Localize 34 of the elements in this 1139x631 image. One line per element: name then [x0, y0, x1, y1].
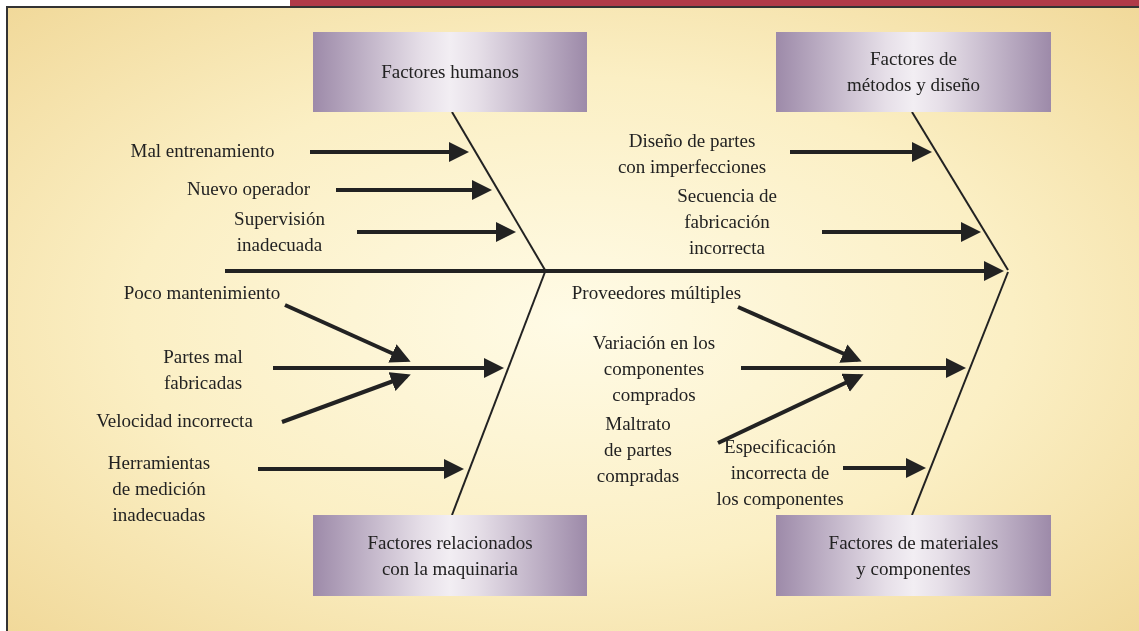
arrow	[843, 458, 926, 478]
arrow	[336, 180, 492, 200]
arrow	[822, 222, 981, 242]
category-box: Factores de métodos y diseño	[776, 32, 1051, 112]
arrow	[790, 142, 932, 162]
category-box: Factores humanos	[313, 32, 587, 112]
cause-label: Especificación incorrecta de los componentes	[695, 434, 865, 512]
arrow	[357, 222, 516, 242]
cause-label: Proveedores múltiples	[554, 280, 759, 306]
category-box: Factores de materiales y componentes	[776, 515, 1051, 596]
cause-label: Velocidad incorrecta	[72, 408, 277, 434]
bone-line	[451, 111, 546, 271]
cause-label: Maltrato de partes compradas	[588, 411, 688, 489]
cause-label: Poco mantenimiento	[96, 280, 308, 306]
arrow	[310, 142, 469, 162]
cause-label: Partes mal fabricadas	[133, 344, 273, 396]
bone-line	[911, 111, 1009, 271]
cause-label: Herramientas de medición inadecuadas	[95, 450, 223, 528]
cause-label: Nuevo operador	[166, 176, 331, 202]
arrow	[284, 303, 411, 363]
bone-line	[911, 271, 1009, 516]
arrow	[258, 459, 464, 479]
arrow	[741, 358, 966, 378]
cause-label: Supervisión inadecuada	[212, 206, 347, 258]
cause-label: Variación en los componentes comprados	[570, 330, 738, 408]
arrow	[717, 373, 864, 445]
cause-label: Mal entrenamiento	[100, 138, 305, 164]
bone-line	[451, 271, 546, 516]
arrow	[281, 372, 411, 424]
category-box: Factores relacionados con la maquinaria	[313, 515, 587, 596]
cause-label: Secuencia de fabricación incorrecta	[657, 183, 797, 261]
arrow	[737, 305, 862, 363]
cause-label: Diseño de partes con imperfecciones	[597, 128, 787, 180]
arrow	[273, 358, 504, 378]
